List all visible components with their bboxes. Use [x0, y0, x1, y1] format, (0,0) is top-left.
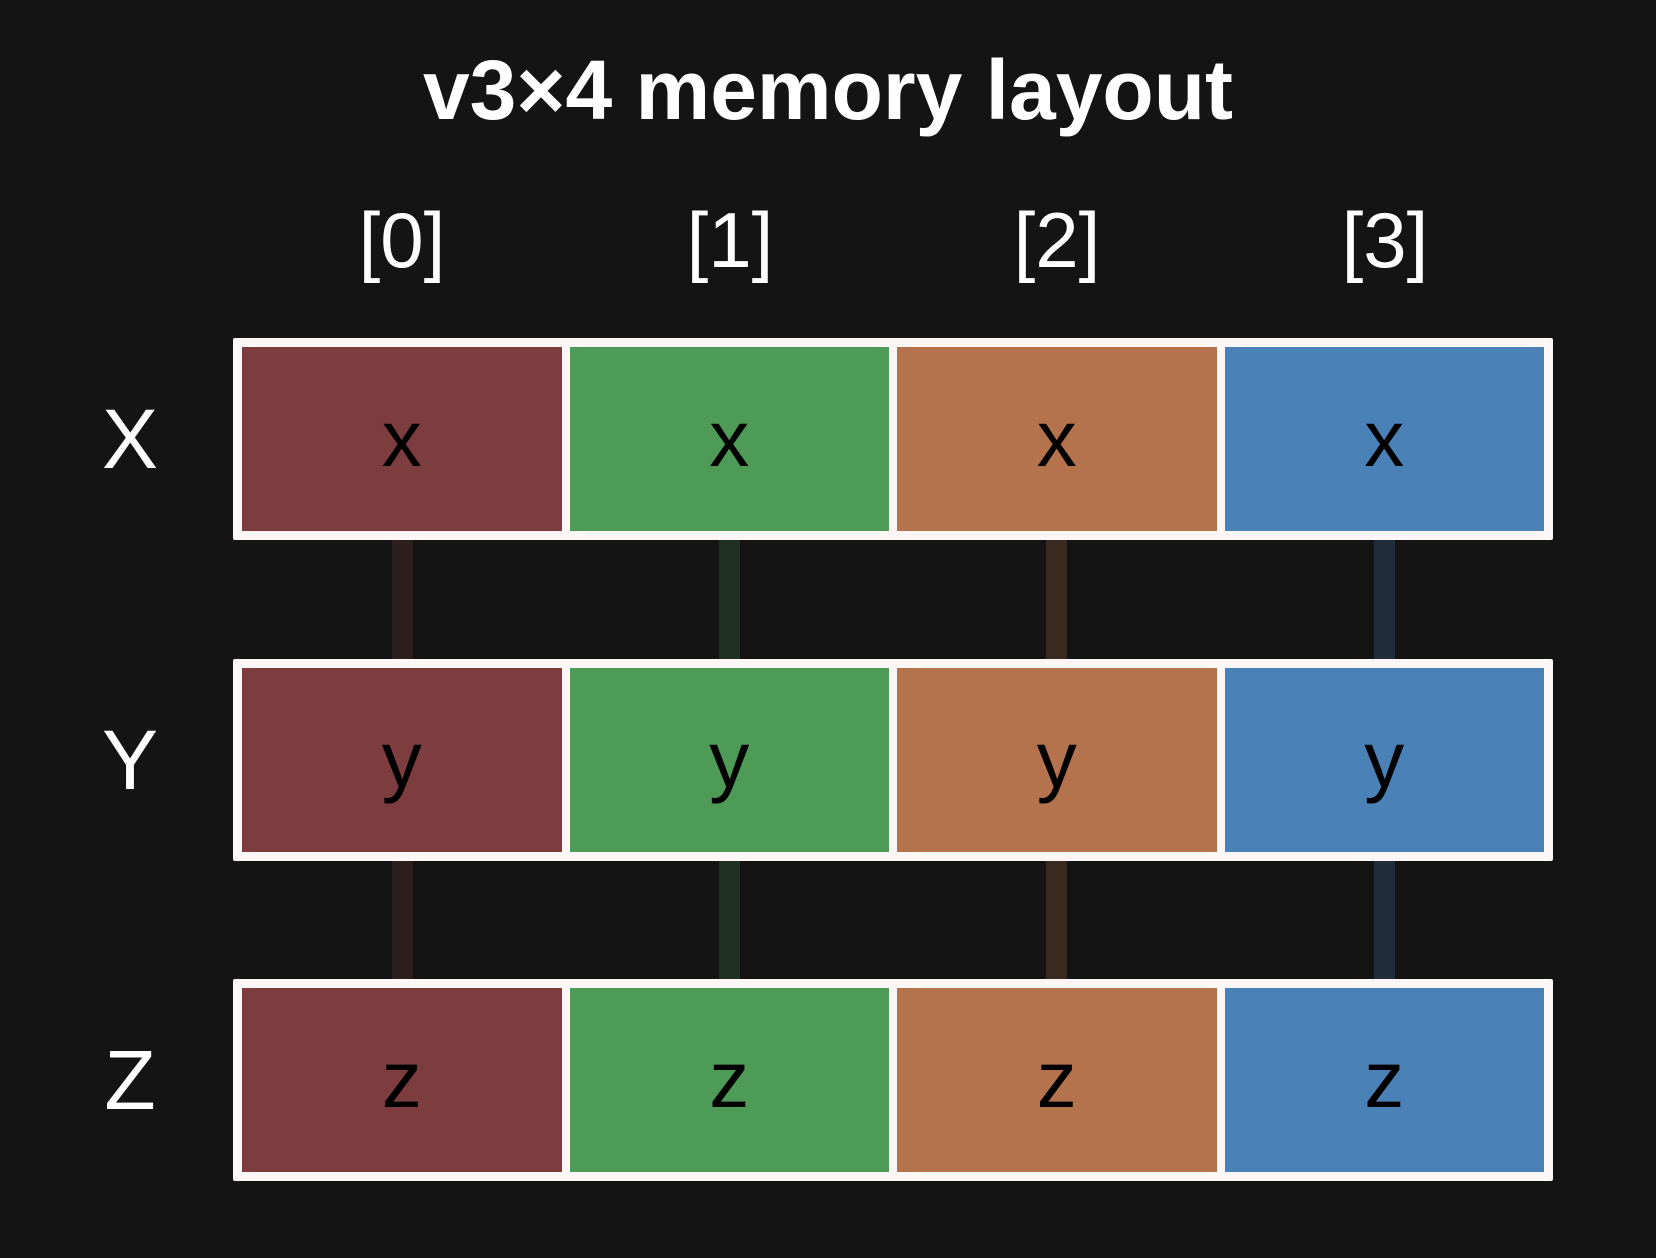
column-header-2: [2] — [1013, 195, 1101, 284]
column-header-3: [3] — [1341, 195, 1429, 284]
cell-z-1: z — [569, 988, 889, 1172]
row-label-x: X — [101, 391, 159, 486]
cell-y-3: y — [1224, 668, 1544, 852]
row-label-y: Y — [101, 712, 159, 807]
row-x: x x x x — [233, 338, 1553, 540]
cell-x-0: x — [242, 347, 562, 531]
cell-x-1: x — [569, 347, 889, 531]
diagram-title: v3×4 memory layout — [422, 43, 1234, 137]
cell-z-2: z — [897, 988, 1217, 1172]
cell-z-0: z — [242, 988, 562, 1172]
column-header-0: [0] — [358, 195, 446, 284]
row-y: y y y y — [233, 659, 1553, 861]
cell-y-1: y — [569, 668, 889, 852]
cell-y-0: y — [242, 668, 562, 852]
cell-x-3: x — [1224, 347, 1544, 531]
cell-x-2: x — [897, 347, 1217, 531]
cell-z-3: z — [1224, 988, 1544, 1172]
column-header-1: [1] — [686, 195, 774, 284]
row-label-z: Z — [104, 1032, 156, 1127]
row-z: z z z z — [233, 979, 1553, 1181]
cell-y-2: y — [897, 668, 1217, 852]
